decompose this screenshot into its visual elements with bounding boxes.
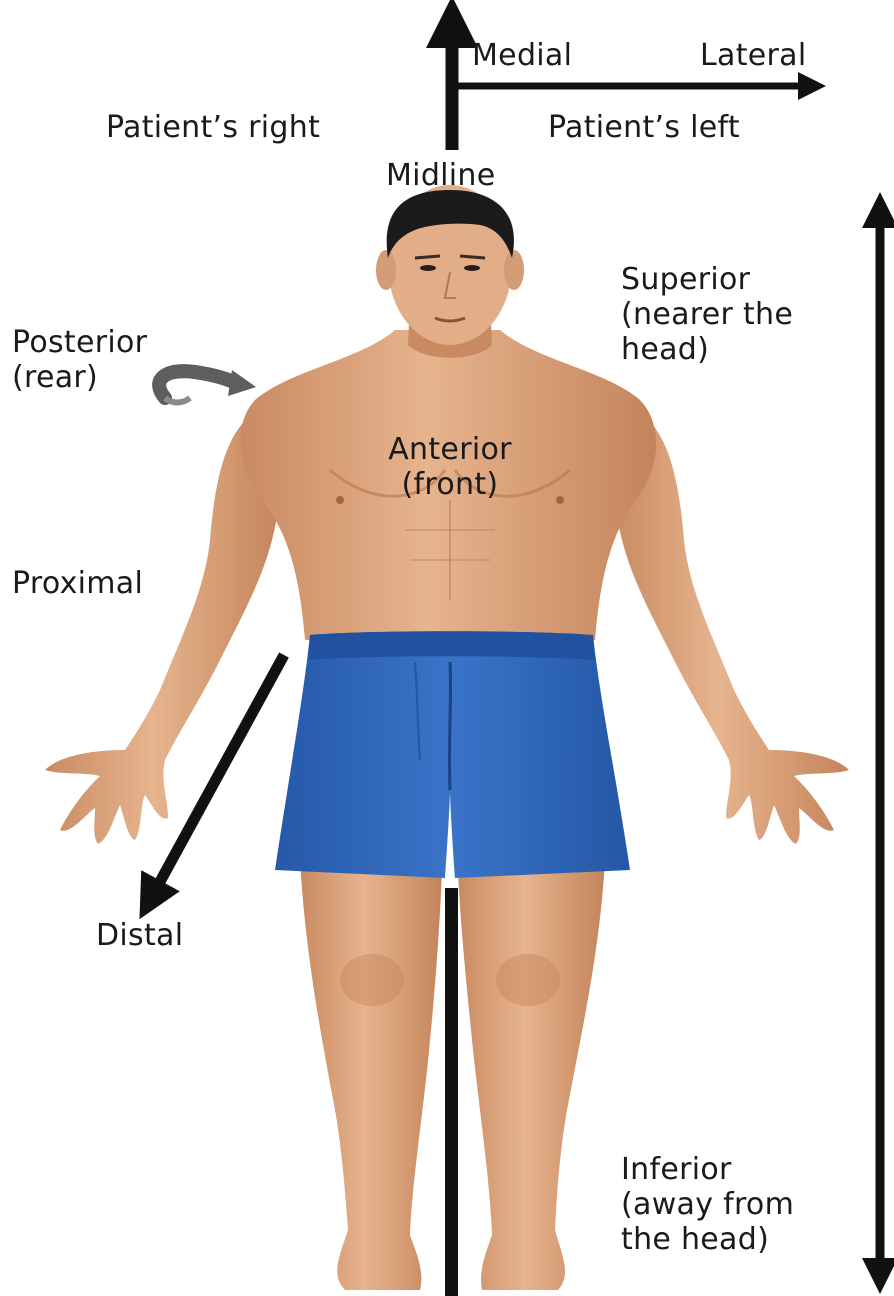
anterior-line-1: Anterior bbox=[360, 432, 540, 467]
posterior-line-2: (rear) bbox=[12, 360, 147, 395]
patient-left-label: Patient’s left bbox=[548, 110, 740, 145]
inferior-line-1: Inferior bbox=[621, 1152, 794, 1187]
medial-label: Medial bbox=[472, 38, 572, 73]
superior-line-1: Superior bbox=[621, 262, 793, 297]
superior-line-2: (nearer the bbox=[621, 297, 793, 332]
lateral-label: Lateral bbox=[700, 38, 806, 73]
patient-right-label: Patient’s right bbox=[106, 110, 320, 145]
superior-line-3: head) bbox=[621, 332, 793, 367]
distal-label: Distal bbox=[96, 918, 183, 953]
inferior-line-3: the head) bbox=[621, 1222, 794, 1257]
anterior-line-2: (front) bbox=[360, 467, 540, 502]
inferior-line-2: (away from bbox=[621, 1187, 794, 1222]
superior-label: Superior (nearer the head) bbox=[621, 262, 793, 367]
posterior-line-1: Posterior bbox=[12, 325, 147, 360]
midline-label: Midline bbox=[386, 158, 496, 193]
posterior-rotation-arrow-icon bbox=[159, 370, 256, 403]
midline-lower-bar bbox=[445, 888, 458, 1296]
proximal-label: Proximal bbox=[12, 566, 143, 601]
anterior-label: Anterior (front) bbox=[360, 432, 540, 502]
inferior-label: Inferior (away from the head) bbox=[621, 1152, 794, 1257]
posterior-label: Posterior (rear) bbox=[12, 325, 147, 395]
